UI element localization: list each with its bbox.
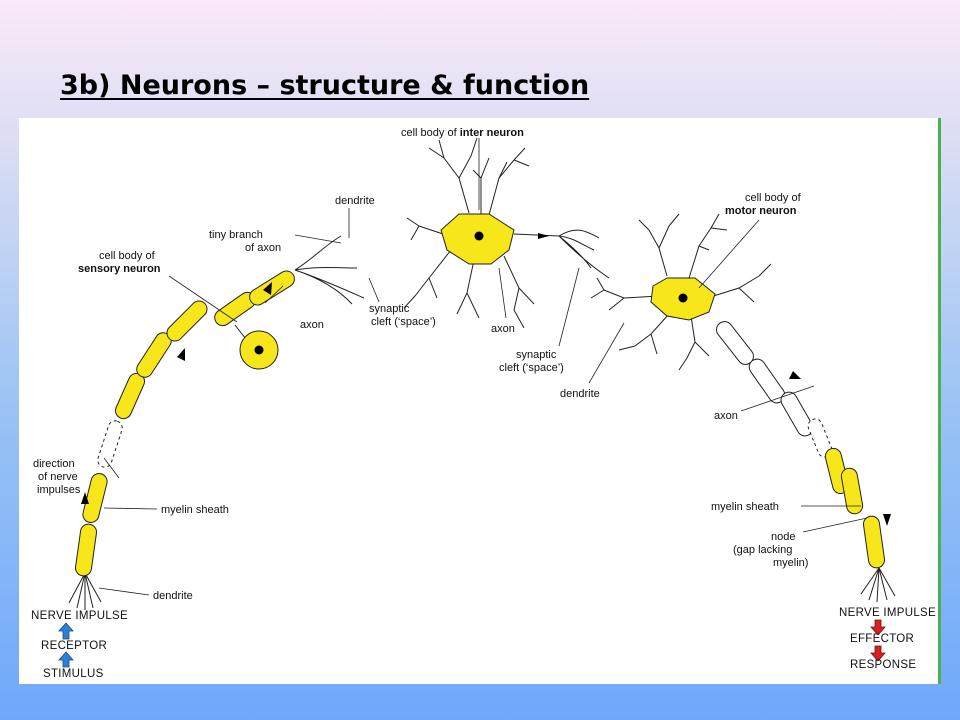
neuron-diagram-svg: cell body of inter neuron dendrite tiny … xyxy=(31,127,936,680)
myelin-segment xyxy=(862,515,886,569)
left-flow-receptor: RECEPTOR xyxy=(41,640,107,652)
label-node-1: node xyxy=(771,531,795,543)
left-flow-stimulus: STIMULUS xyxy=(43,668,104,680)
label-dendrite-left: dendrite xyxy=(335,195,375,207)
up-arrow-icon xyxy=(58,622,74,640)
label-tiny-branch-2: of axon xyxy=(245,242,281,254)
myelin-segment xyxy=(166,300,208,342)
label-node-3: myelin) xyxy=(773,557,808,569)
label-axon-right: axon xyxy=(714,410,738,422)
label-synaptic-left-2: cleft (‘space’) xyxy=(371,316,436,328)
label-direction-1: direction xyxy=(33,458,75,470)
right-flow-response: RESPONSE xyxy=(850,659,916,671)
label-sensory-2: sensory neuron xyxy=(78,263,161,275)
label-direction-2: of nerve xyxy=(38,471,78,483)
inter-neuron xyxy=(403,137,610,329)
myelin-segment-cut xyxy=(97,420,123,468)
sensory-nucleus xyxy=(254,345,264,355)
sensory-neuron xyxy=(68,235,365,610)
effector-endings xyxy=(860,567,896,603)
label-direction-3: impulses xyxy=(37,484,81,496)
myelin-segment xyxy=(114,372,146,420)
label-axon-left: axon xyxy=(300,319,324,331)
myelin-segment xyxy=(249,270,295,306)
label-synaptic-left-1: synaptic xyxy=(369,303,410,315)
leader-lines xyxy=(98,138,868,596)
up-arrow-icon xyxy=(58,651,74,668)
myelin-segment xyxy=(840,467,864,515)
right-flow-nerve-impulse: NERVE IMPULSE xyxy=(839,607,936,619)
slide-title: 3b) Neurons – structure & function xyxy=(60,70,590,101)
label-sensory-1: cell body of xyxy=(99,250,156,262)
inter-dendrites xyxy=(403,137,535,329)
left-flow-nerve-impulse: NERVE IMPULSE xyxy=(31,610,128,622)
myelin-segment xyxy=(74,523,98,577)
down-arrow-icon xyxy=(870,645,886,662)
neuron-diagram: cell body of inter neuron dendrite tiny … xyxy=(19,118,941,684)
right-flow-effector: EFFECTOR xyxy=(850,633,914,645)
myelin-segment xyxy=(780,391,814,437)
myelin-segment xyxy=(716,321,754,365)
label-motor-2: motor neuron xyxy=(725,205,797,217)
myelin-segment-cut xyxy=(807,418,833,458)
left-flow: NERVE IMPULSE RECEPTOR STIMULUS xyxy=(31,610,128,680)
right-flow: NERVE IMPULSE EFFECTOR RESPONSE xyxy=(839,607,936,671)
label-dendrite-bottom: dendrite xyxy=(153,590,193,602)
label-cell-body-inter: cell body of inter neuron xyxy=(401,127,524,139)
motor-dendrites xyxy=(590,213,772,371)
receptor-dendrites xyxy=(68,572,102,610)
label-node-2: (gap lacking xyxy=(733,544,792,556)
label-synaptic-right-2: cleft (‘space’) xyxy=(499,362,564,374)
label-dendrite-mid: dendrite xyxy=(560,388,600,400)
label-myelin-right: myelin sheath xyxy=(711,501,779,513)
inter-axon xyxy=(513,229,610,279)
label-tiny-branch-1: tiny branch xyxy=(209,229,263,241)
down-arrow-icon xyxy=(870,619,886,636)
motor-neuron xyxy=(590,213,896,603)
myelin-segment xyxy=(82,473,108,523)
label-synaptic-right-1: synaptic xyxy=(516,349,557,361)
inter-nucleus xyxy=(474,231,484,241)
motor-nucleus xyxy=(678,293,688,303)
label-myelin-left: myelin sheath xyxy=(161,504,229,516)
label-motor-1: cell body of xyxy=(745,192,802,204)
sensory-axon-terminals xyxy=(294,235,365,305)
diagram-labels: cell body of inter neuron dendrite tiny … xyxy=(33,127,808,602)
label-axon-mid: axon xyxy=(491,323,515,335)
